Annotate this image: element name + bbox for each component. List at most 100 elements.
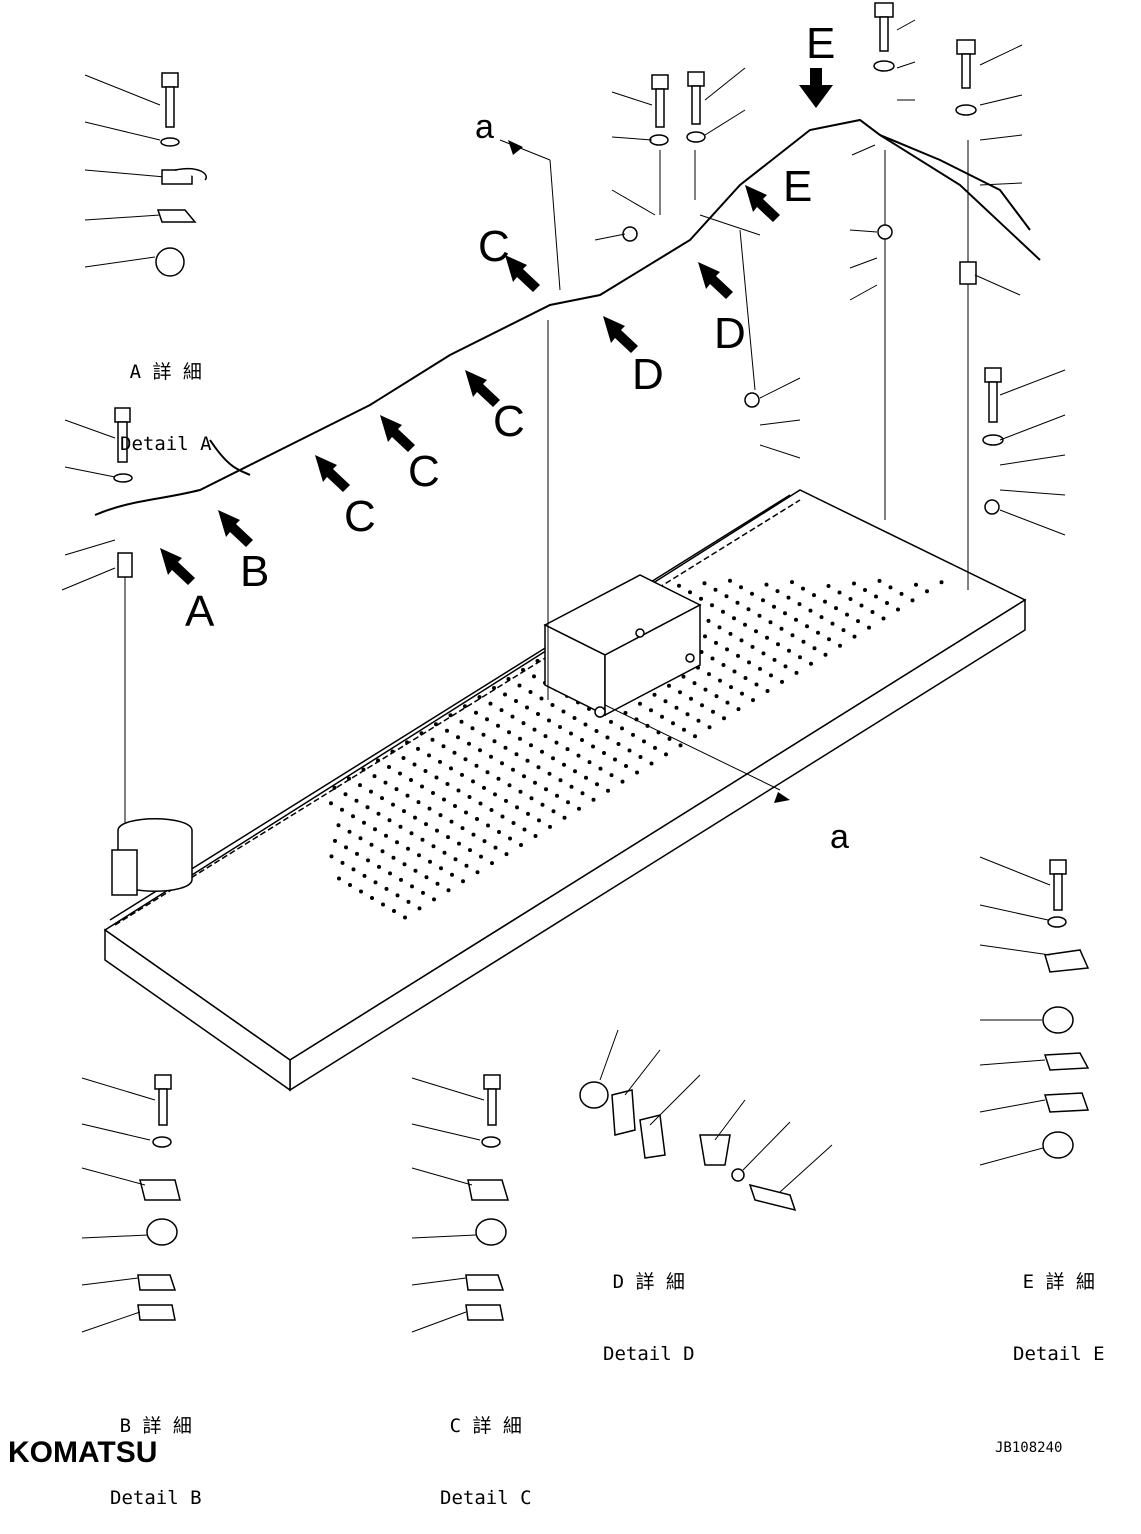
perforation-hole	[558, 725, 562, 729]
leader-lines	[124, 139, 969, 830]
perforation-hole	[682, 727, 686, 732]
detail-e-jp: E 詳 細	[1022, 1271, 1095, 1293]
perforation-hole	[707, 725, 712, 730]
perforation-hole	[420, 837, 425, 842]
perforation-hole	[717, 625, 722, 630]
perforation-hole	[362, 820, 366, 825]
perforation-hole	[587, 760, 592, 765]
perforation-hole	[532, 674, 536, 679]
perforation-hole	[427, 806, 432, 811]
perforation-hole	[460, 772, 464, 777]
perforation-hole	[772, 604, 776, 609]
perforation-hole	[453, 804, 457, 808]
perforation-hole	[595, 782, 599, 787]
perforation-hole	[497, 830, 501, 834]
perforation-hole	[456, 735, 460, 740]
perforation-hole	[768, 620, 773, 625]
reference-a-top: a	[475, 108, 494, 146]
perforation-hole	[649, 761, 654, 766]
perforation-hole	[728, 631, 733, 636]
perforation-hole	[478, 801, 483, 806]
perforation-hole	[783, 611, 787, 616]
perforation-hole	[446, 888, 451, 893]
perforation-hole	[729, 685, 733, 690]
perforation-hole	[827, 637, 831, 642]
perforation-hole	[521, 667, 525, 672]
perforation-hole	[467, 795, 472, 799]
perforation-hole	[710, 603, 714, 608]
perforation-hole	[423, 769, 428, 773]
perforation-hole	[492, 686, 496, 690]
perforation-hole	[482, 839, 487, 844]
perforation-hole	[812, 646, 817, 651]
perforation-hole	[551, 756, 555, 761]
perforation-hole	[488, 701, 493, 706]
perforation-hole	[776, 642, 780, 647]
perforation-hole	[496, 776, 501, 781]
reference-a-bottom: a	[830, 818, 849, 856]
perforation-hole	[750, 591, 754, 596]
perforation-hole	[801, 586, 805, 591]
perforation-hole	[384, 886, 389, 891]
perforation-hole	[490, 861, 494, 866]
perforation-hole	[706, 618, 711, 623]
perforation-hole	[449, 819, 454, 824]
detail-e-bottom-leaders	[979, 856, 1051, 1166]
perforation-hole	[348, 883, 352, 887]
perforation-hole	[388, 871, 392, 876]
perforation-hole	[721, 663, 726, 667]
perforation-hole	[347, 829, 352, 834]
detail-e-parts	[873, 2, 1004, 515]
perforation-hole	[514, 699, 518, 703]
perforation-hole	[507, 783, 512, 788]
perforation-hole	[688, 590, 692, 595]
perforation-hole	[533, 780, 537, 785]
perforation-hole	[416, 746, 420, 751]
perforation-hole	[591, 797, 596, 802]
perforation-hole	[428, 859, 432, 864]
perforation-hole	[522, 774, 526, 779]
perforation-hole	[485, 770, 490, 775]
perforation-hole	[707, 672, 711, 677]
detail-e-label: E 詳 細 Detail E	[1013, 1222, 1105, 1390]
perforation-hole	[714, 640, 718, 645]
perforation-hole	[881, 616, 886, 621]
perforation-hole	[769, 673, 773, 678]
perforation-hole	[518, 789, 523, 794]
perforation-hole	[474, 710, 478, 715]
perforation-hole	[554, 740, 559, 745]
perforation-hole	[764, 582, 769, 587]
perforation-hole	[606, 788, 610, 793]
perforation-hole	[722, 716, 726, 721]
perforation-hole	[489, 754, 493, 759]
perforation-hole	[561, 709, 566, 714]
perforation-hole	[528, 690, 533, 694]
perforation-hole	[816, 630, 820, 635]
perforation-hole	[870, 610, 875, 614]
perforation-hole	[678, 743, 683, 748]
perforation-hole	[598, 766, 603, 771]
perforation-hole	[511, 821, 516, 825]
detail-c-label: C 詳 細 Detail C	[440, 1366, 532, 1534]
perforation-hole	[711, 709, 715, 714]
perforation-hole	[435, 828, 439, 833]
perforation-hole	[461, 879, 465, 884]
perforation-hole	[390, 749, 395, 754]
perforation-hole	[470, 726, 475, 731]
perforation-hole	[329, 801, 333, 806]
perforation-hole	[725, 700, 730, 705]
perforation-hole	[464, 863, 469, 868]
detail-a-en: Detail A	[120, 433, 212, 455]
perforation-hole	[526, 811, 530, 816]
perforation-hole	[758, 666, 762, 671]
perforation-hole	[848, 597, 853, 601]
perforation-hole	[885, 601, 889, 605]
perforation-hole	[765, 689, 770, 693]
perforation-hole	[696, 718, 701, 723]
perforation-hole	[620, 726, 624, 731]
perforation-hole	[521, 721, 526, 726]
detail-d-en: Detail D	[603, 1343, 695, 1365]
perforation-hole	[370, 896, 374, 900]
perforation-hole	[496, 723, 500, 728]
perforation-hole	[532, 727, 537, 732]
